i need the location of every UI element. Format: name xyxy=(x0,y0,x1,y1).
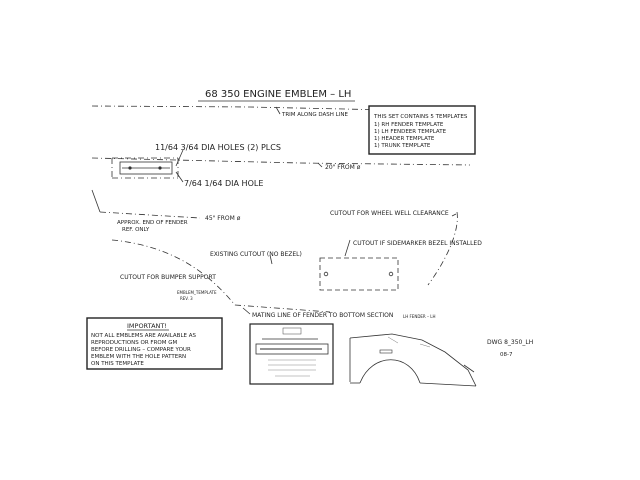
fender-sketch xyxy=(349,333,477,387)
label-logo-mark xyxy=(282,327,302,335)
approx-end-ref: REF. ONLY xyxy=(122,227,150,233)
leader-holes-small xyxy=(175,171,184,183)
leader-mating xyxy=(242,307,251,315)
small-tag-rev: REV. 3 xyxy=(180,296,193,301)
leader-trim xyxy=(275,106,281,115)
from-20-callout: 20" FROM ø xyxy=(325,164,361,171)
drawing-title: 68 350 ENGINE EMBLEM – LH xyxy=(205,89,351,100)
sidemarker-callout: CUTOUT IF SIDEMARKER BEZEL INSTALLED xyxy=(353,240,482,247)
mating-line xyxy=(234,304,331,313)
important-heading: IMPORTANT! xyxy=(127,322,167,330)
small-tag: EMBLEM_TEMPLATE xyxy=(177,290,217,295)
mating-callout: MATING LINE OF FENDER TO BOTTOM SECTION xyxy=(252,312,393,319)
notes-heading: THIS SET CONTAINS 5 TEMPLATES xyxy=(373,114,468,120)
important-box: IMPORTANT! NOT ALL EMBLEMS ARE AVAILABLE… xyxy=(86,317,223,370)
trim-dash-line xyxy=(91,105,391,111)
important-line: EMBLEM WITH THE HOLE PATTERN xyxy=(91,354,186,360)
bumper-callout: CUTOUT FOR BUMPER SUPPORT xyxy=(120,274,216,281)
wheel-well-curve xyxy=(427,211,458,286)
important-line: REPRODUCTIONS OR FROM GM xyxy=(91,340,177,346)
leader-20 xyxy=(317,162,323,168)
notes-item: 1) LH FENDEER TEMPLATE xyxy=(374,129,447,135)
fender-end-line xyxy=(91,189,101,213)
from-45-callout: 45" FROM ø xyxy=(205,215,241,222)
notes-box-frame xyxy=(368,105,476,155)
notes-item: 1) TRUNK TEMPLATE xyxy=(374,143,431,149)
revision-label: 08-7 xyxy=(500,352,513,358)
holes-small-callout: 7/64 1/64 DIA HOLE xyxy=(184,179,263,188)
notes-item: 1) RH FENDER TEMPLATE xyxy=(374,122,444,128)
notes-box: THIS SET CONTAINS 5 TEMPLATES 1) RH FEND… xyxy=(368,105,476,155)
leader-sidemarker xyxy=(344,239,351,257)
existing-cutout-callout: EXISTING CUTOUT (NO BEZEL) xyxy=(210,251,302,258)
approx-end-callout: APPROX. END OF FENDER xyxy=(117,220,188,226)
important-box-frame xyxy=(86,317,223,370)
emblem-outline xyxy=(111,157,179,179)
wheel-well-callout: CUTOUT FOR WHEEL WELL CLEARANCE xyxy=(330,210,449,217)
trim-callout: TRIM ALONG DASH LINE xyxy=(281,112,348,118)
important-line: ON THIS TEMPLATE xyxy=(91,361,144,367)
notes-item: 1) HEADER TEMPLATE xyxy=(374,136,435,142)
wheel-arch xyxy=(359,359,421,384)
centre-line xyxy=(91,157,471,166)
sidemarker-cutout xyxy=(319,257,399,291)
manufacturer-label xyxy=(249,323,334,385)
leader-existing xyxy=(269,254,273,265)
leader-holes-large xyxy=(175,149,184,167)
important-line: BEFORE DRILLING – COMPARE YOUR xyxy=(91,347,191,353)
drawing-number: DWG 8_350_LH xyxy=(487,339,533,346)
bumper-cutout-curve xyxy=(111,239,236,306)
holes-large-callout: 11/64 3/64 DIA HOLES (2) PLCS xyxy=(155,143,281,152)
line-45 xyxy=(99,211,201,219)
important-line: NOT ALL EMBLEMS ARE AVAILABLE AS xyxy=(91,333,196,339)
fender-label: LH FENDER – LH xyxy=(403,314,436,319)
